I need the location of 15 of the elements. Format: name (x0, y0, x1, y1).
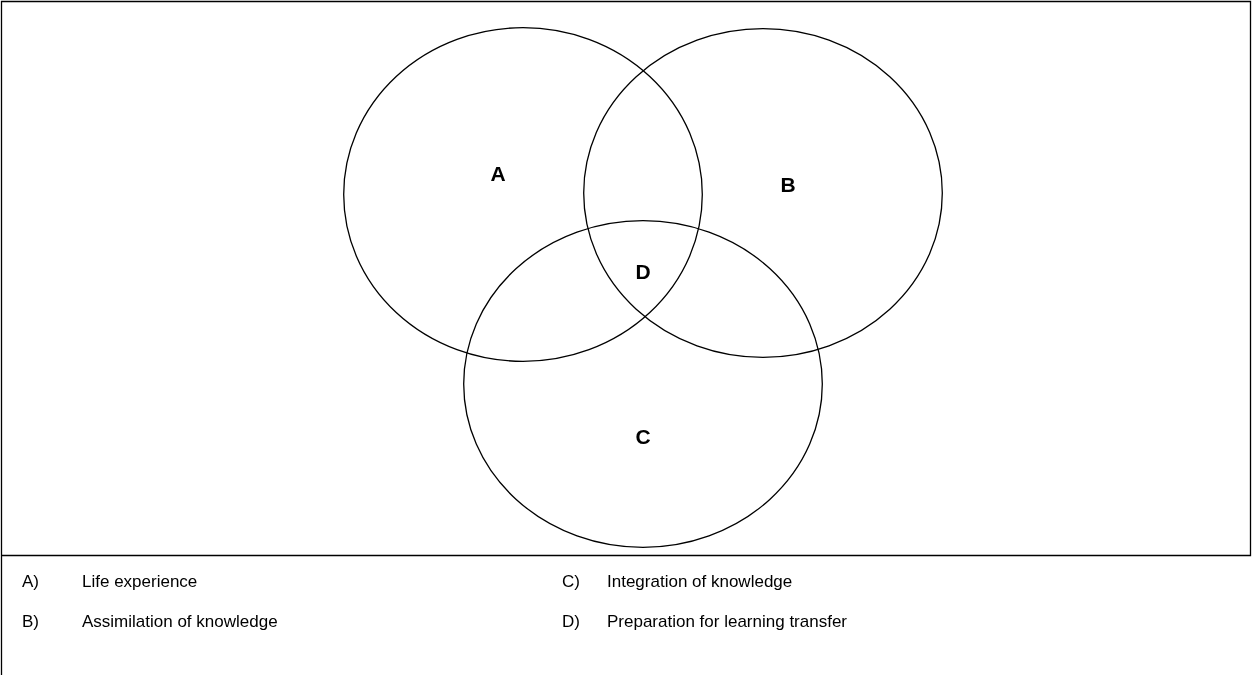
venn-circle (463, 220, 823, 548)
circle-label: C (635, 425, 651, 449)
region-label: D (635, 260, 651, 284)
legend-text: Preparation for learning transfer (607, 612, 848, 632)
legend-key: D) (562, 612, 580, 632)
venn-circle (343, 27, 703, 362)
legend-key: B) (22, 612, 39, 632)
venn-circle (583, 28, 943, 358)
legend-text: Assimilation of knowledge (82, 612, 278, 632)
legend-text: Life experience (82, 572, 198, 592)
circle-label: A (490, 162, 506, 186)
legend-key: A) (22, 572, 39, 592)
legend-key: C) (562, 572, 580, 592)
legend-text: Integration of knowledge (607, 572, 793, 592)
circle-label: B (780, 173, 796, 197)
